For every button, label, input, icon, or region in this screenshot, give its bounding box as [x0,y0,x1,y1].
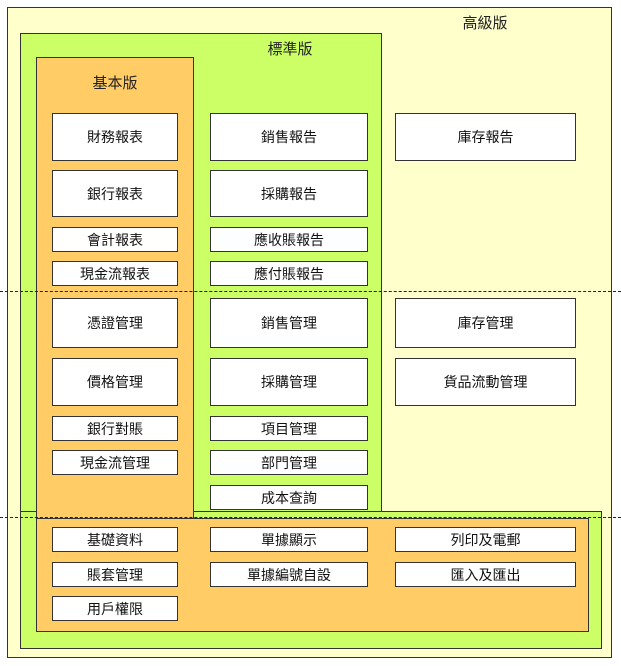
module-box: 採購管理 [210,358,368,406]
basic-edition-label: 基本版 [92,74,138,92]
module-box: 價格管理 [52,358,178,406]
module-box: 銀行對賬 [52,416,178,441]
module-box: 庫存管理 [395,298,576,348]
module-box: 單據編號自設 [210,562,368,587]
module-box: 貨品流動管理 [395,358,576,406]
section-divider-common [0,517,621,518]
module-box: 銷售報告 [210,113,368,161]
module-box: 現金流報表 [52,261,178,286]
section-divider-reports [0,291,621,292]
module-box: 財務報表 [52,113,178,161]
module-box: 應付賬報告 [210,261,368,286]
module-box: 列印及電郵 [395,527,576,552]
advanced-edition-label: 高級版 [462,14,508,32]
module-box: 用戶權限 [52,596,178,621]
module-box: 現金流管理 [52,450,178,475]
module-box: 應收賬報告 [210,227,368,252]
module-box: 賬套管理 [52,562,178,587]
module-box: 採購報告 [210,170,368,217]
module-box: 銀行報表 [52,170,178,217]
module-box: 憑證管理 [52,298,178,348]
module-box: 匯入及匯出 [395,562,576,587]
module-box: 部門管理 [210,450,368,475]
module-box: 銷售管理 [210,298,368,348]
module-box: 項目管理 [210,416,368,441]
module-box: 庫存報告 [395,113,576,161]
module-box: 會計報表 [52,227,178,252]
module-box: 單據顯示 [210,527,368,552]
module-box: 成本查詢 [210,485,368,510]
standard-edition-label: 標準版 [267,40,313,58]
module-box: 基礎資料 [52,527,178,552]
